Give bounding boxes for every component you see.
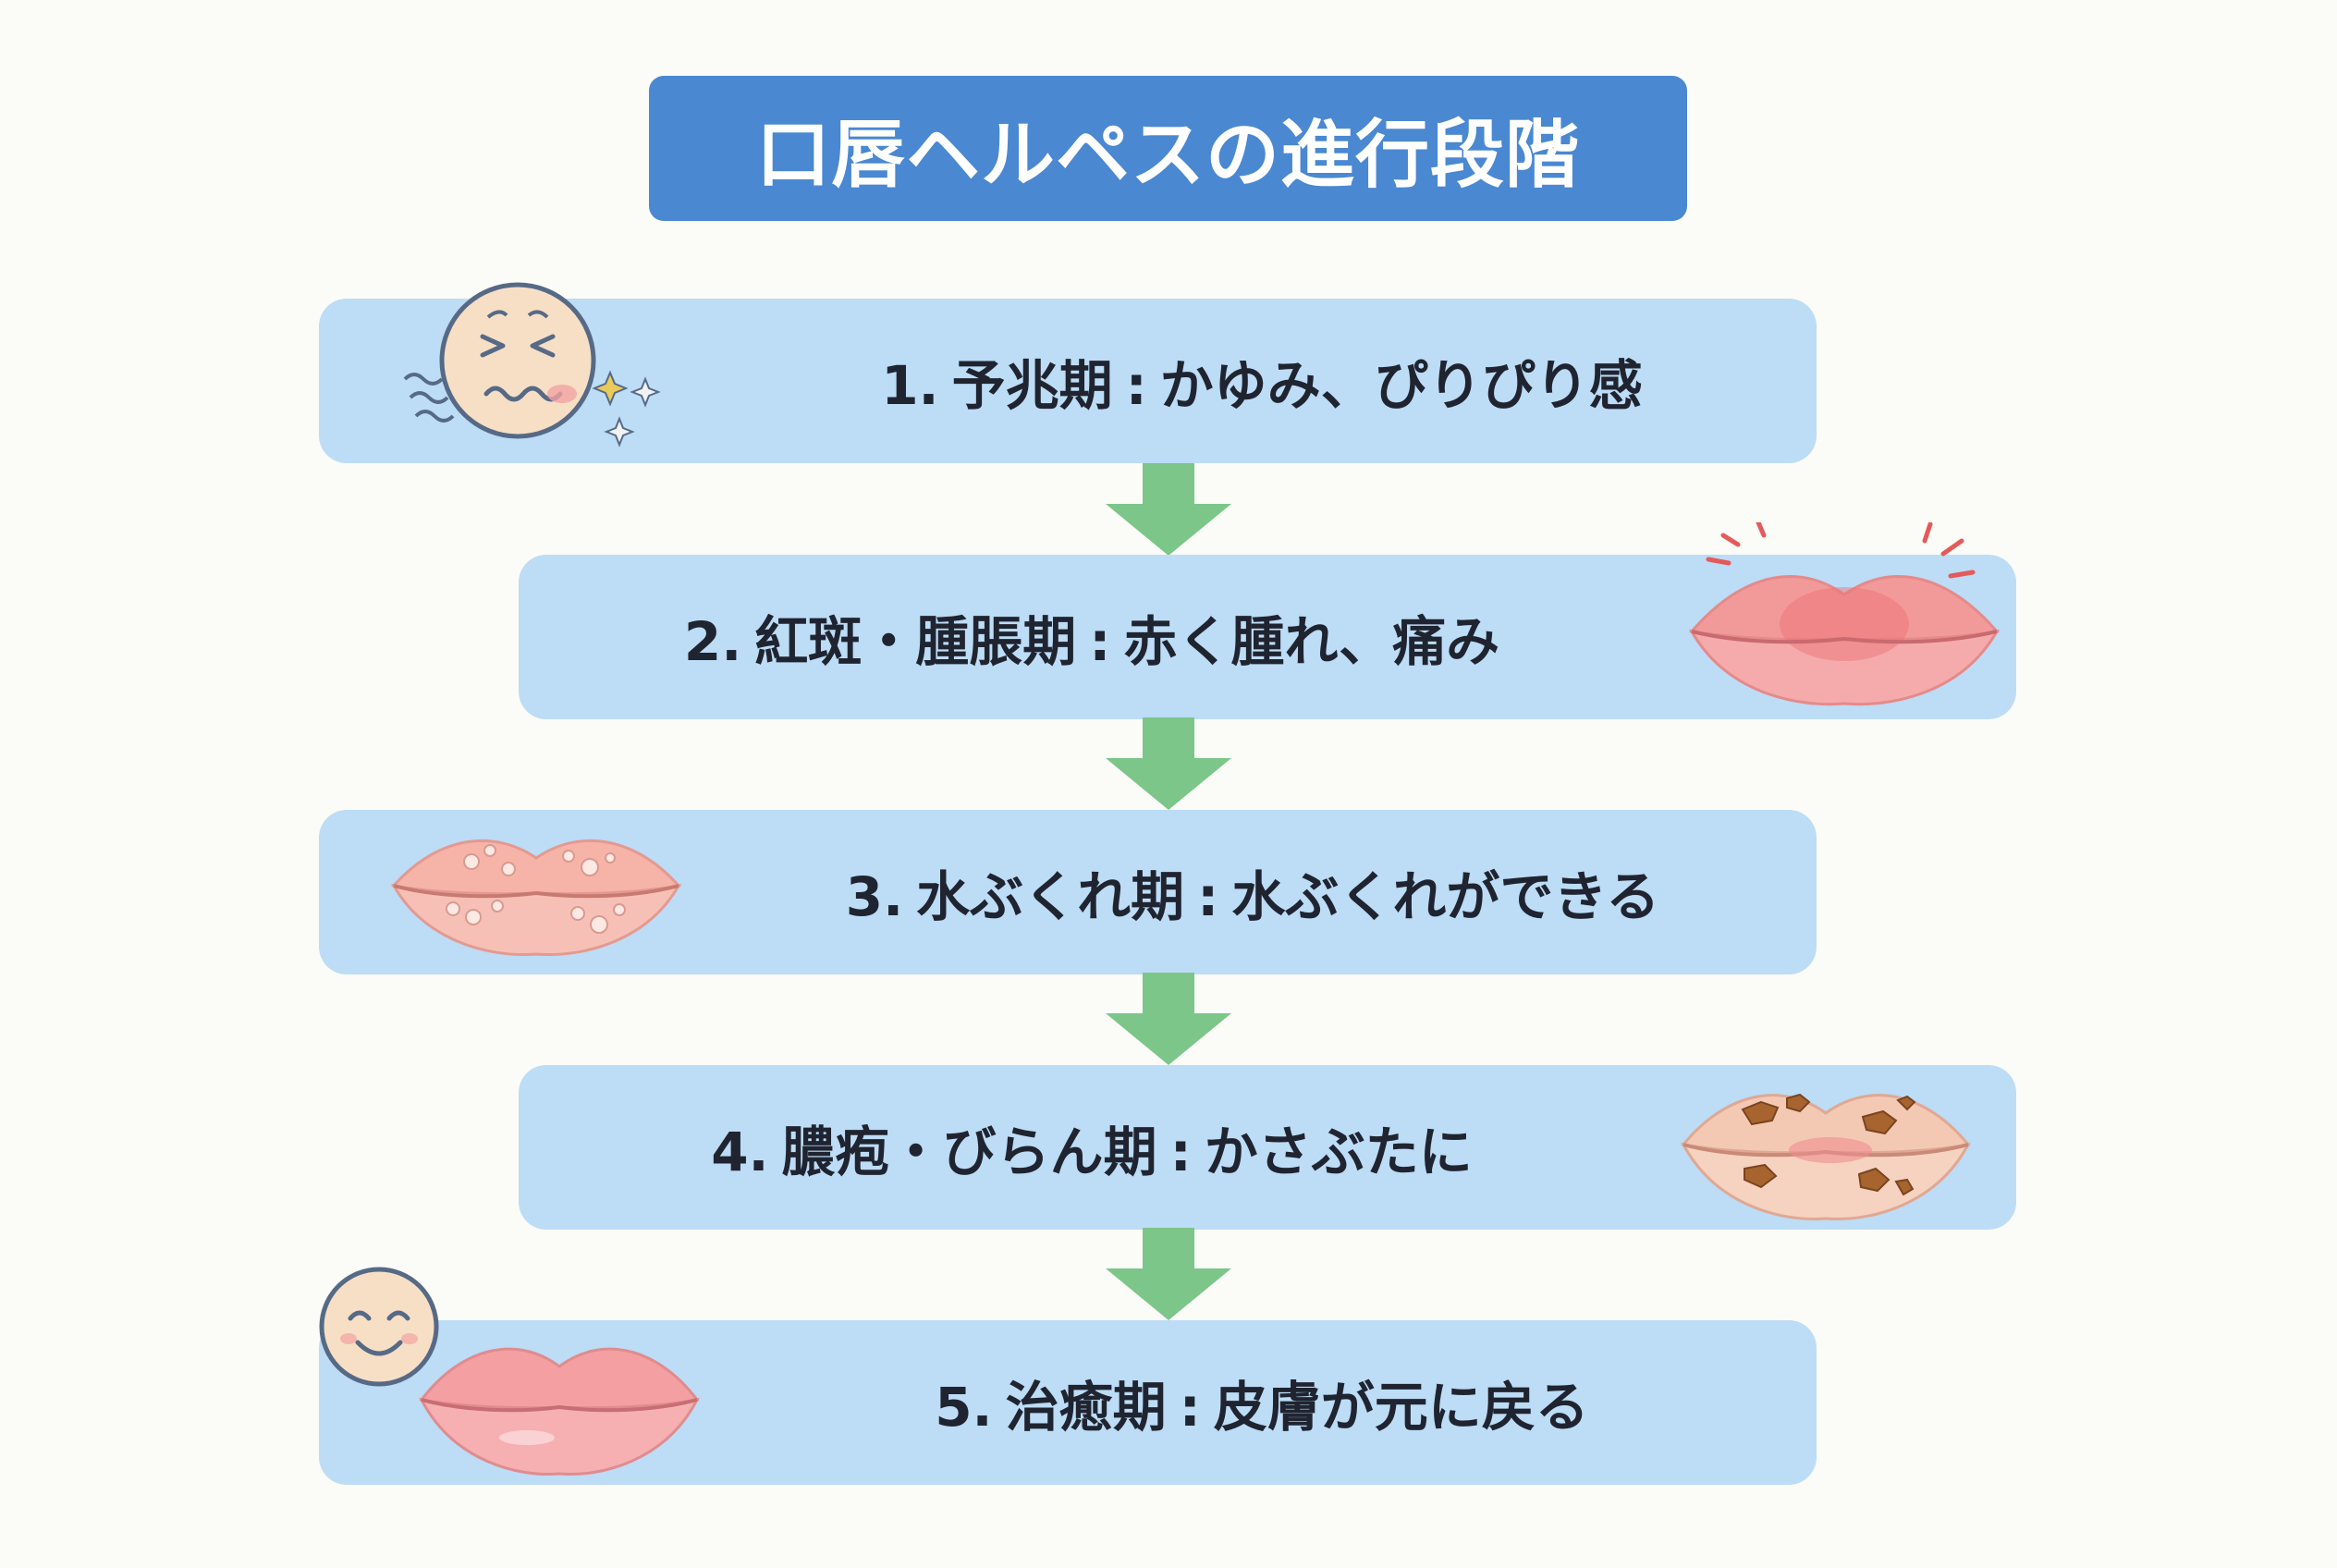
arrow-down-icon	[1106, 973, 1231, 1065]
stage-1-separator: :	[1125, 354, 1147, 417]
stage-4-label: 4. 膿疱・びらん期 : かさぶたに	[711, 1109, 1473, 1186]
stage-2-number: 2.	[683, 610, 742, 673]
stage-2-description: 赤く腫れ、痛み	[1123, 610, 1500, 673]
stage-5-name: 治癒期	[1005, 1376, 1167, 1439]
arrow-down-icon	[1106, 463, 1231, 556]
stage-4-number: 4.	[711, 1121, 769, 1183]
stage-1-label: 1. 予兆期 : かゆみ、ぴりぴり感	[881, 342, 1643, 420]
stage-2-separator: :	[1089, 610, 1111, 673]
arrow-down-icon	[1106, 1228, 1231, 1320]
uncomfortable-face-icon	[403, 282, 661, 447]
arrow-down-icon	[1106, 717, 1231, 810]
stage-2-label: 2. 紅斑・腫脹期 : 赤く腫れ、痛み	[684, 598, 1499, 676]
stage-3-label: 3. 水ぶくれ期 : 水ぶくれができる	[846, 853, 1659, 931]
stage-5-number: 5.	[935, 1376, 993, 1439]
smiling-face-icon	[319, 1267, 439, 1387]
stage-3-number: 3.	[845, 865, 904, 928]
stage-2-name: 紅斑・腫脹期	[754, 610, 1077, 673]
stage-3-name: 水ぶくれ期	[916, 865, 1185, 928]
stage-5-separator: :	[1179, 1376, 1201, 1439]
blistered-lips-icon	[391, 839, 681, 957]
stage-3-description: 水ぶくれができる	[1231, 865, 1660, 928]
healthy-lips-icon	[419, 1347, 700, 1476]
scabbed-lips-icon	[1681, 1093, 1971, 1220]
stage-5-description: 皮膚が元に戻る	[1213, 1376, 1589, 1439]
stage-4-name: 膿疱・びらん期	[781, 1121, 1157, 1183]
page-title: 口唇ヘルペスの進行段階	[649, 76, 1687, 221]
stage-5-label: 5. 治癒期 : 皮膚が元に戻る	[935, 1364, 1589, 1441]
stage-4-separator: :	[1169, 1121, 1192, 1183]
stage-1-number: 1.	[881, 354, 939, 417]
stage-4-description: かさぶたに	[1204, 1121, 1473, 1183]
stage-3-separator: :	[1197, 865, 1219, 928]
stage-1-name: 予兆期	[951, 354, 1113, 417]
swollen-red-lips-icon	[1689, 522, 2000, 706]
stage-1-description: かゆみ、ぴりぴり感	[1159, 354, 1643, 417]
